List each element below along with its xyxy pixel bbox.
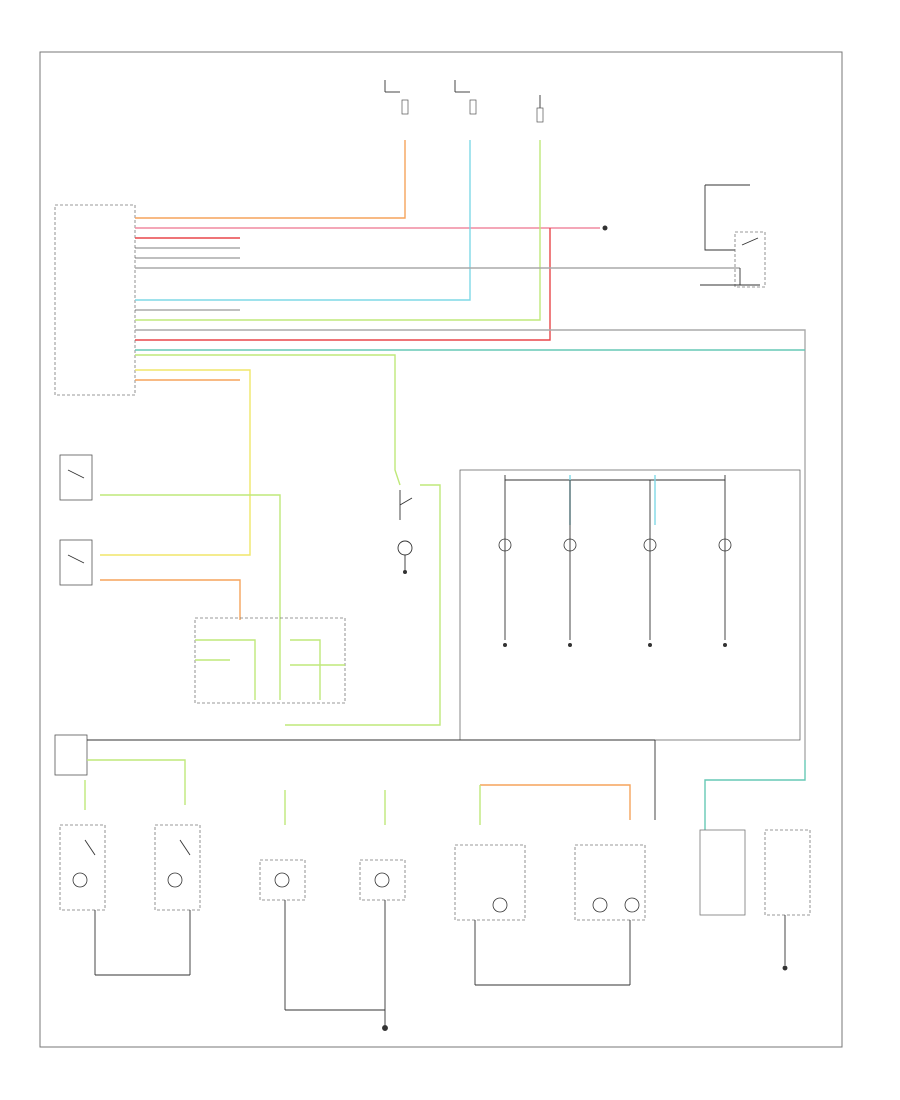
diagram-border (39, 51, 843, 1048)
fuse-feeds (384, 80, 544, 123)
center-lamp-switch (397, 490, 413, 574)
wiring-harness (100, 140, 806, 830)
splice-block (194, 617, 346, 704)
relay-top-right (602, 184, 766, 288)
bottom-bus (54, 734, 656, 825)
right-lamp-block (459, 469, 801, 741)
bottom-lamps (59, 824, 811, 921)
ground-returns (94, 900, 788, 1031)
left-switches (59, 454, 93, 586)
